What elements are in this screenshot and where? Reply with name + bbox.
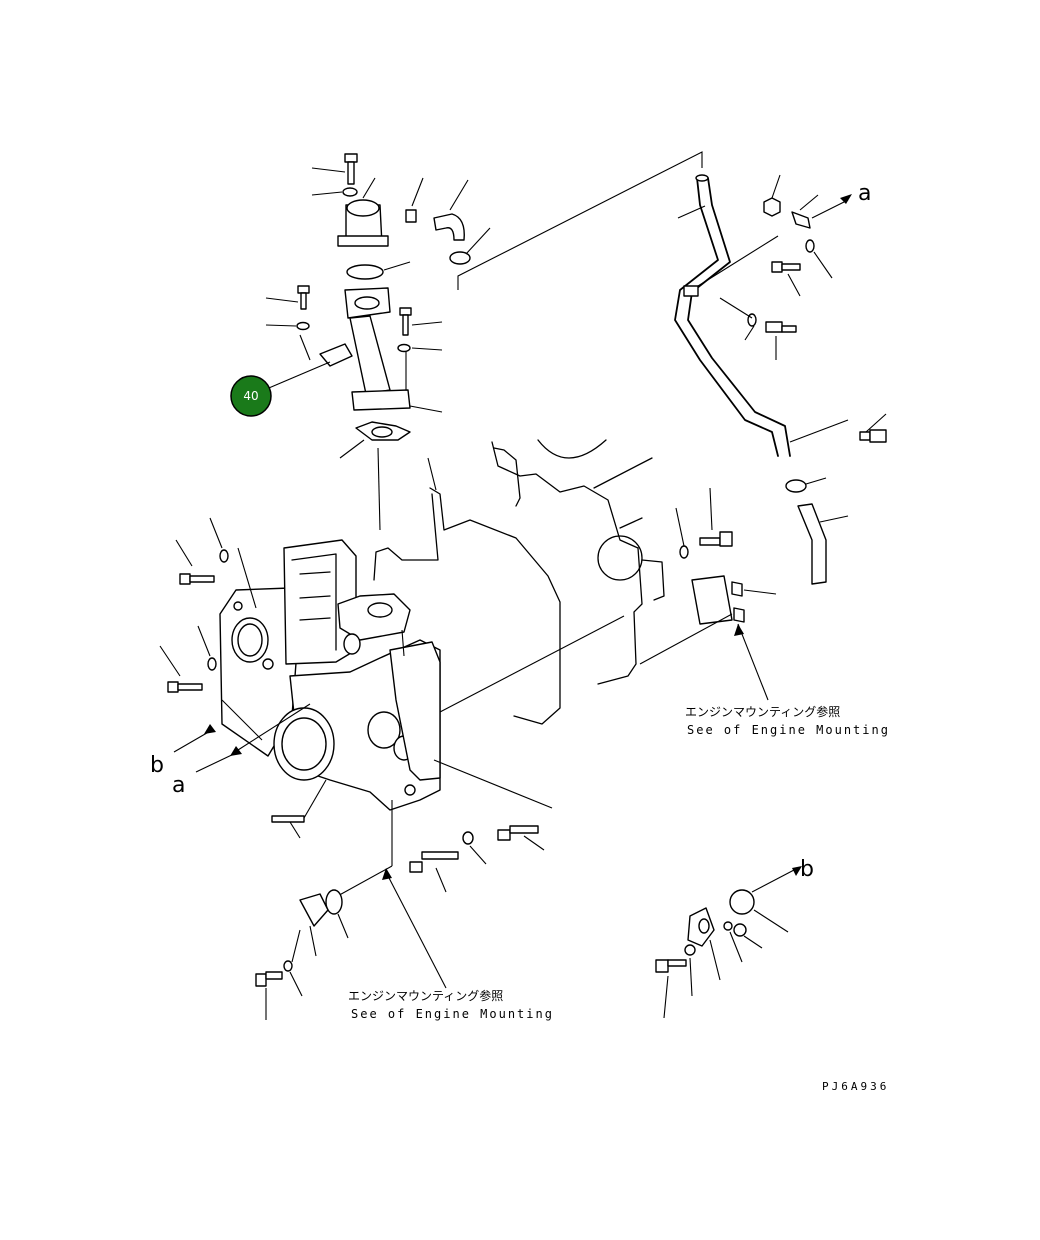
drawing-code: PJ6A936 — [822, 1080, 889, 1093]
ref-letter-a-left: a — [172, 773, 185, 798]
ref-letter-a-top: a — [858, 181, 871, 206]
callout-badge[interactable]: 40 — [230, 375, 272, 417]
ref-letter-b-left: b — [150, 753, 164, 778]
engine-mounting-ref-en-bottom: See of Engine Mounting — [351, 1007, 554, 1021]
ref-letter-b-right: b — [800, 857, 814, 882]
engine-mounting-ref-en-right: See of Engine Mounting — [687, 723, 890, 737]
lower-fasteners — [255, 800, 545, 1020]
front-cover — [219, 539, 625, 811]
badge-circle — [230, 375, 272, 417]
engine-mounting-ref-jp-bottom: エンジンマウンティング参照 — [348, 988, 503, 1003]
badge-label: 40 — [243, 389, 258, 403]
thermostat-housing-group — [311, 153, 491, 280]
engine-mounting-ref-jp-right: エンジンマウンティング参照 — [685, 704, 840, 719]
front-cover-fasteners — [159, 517, 327, 839]
water-outlet-pipe — [249, 285, 443, 459]
inlet-connector-group — [655, 866, 802, 1019]
cylinder-block-outline — [373, 439, 777, 725]
water-bypass-pipe — [674, 174, 887, 585]
